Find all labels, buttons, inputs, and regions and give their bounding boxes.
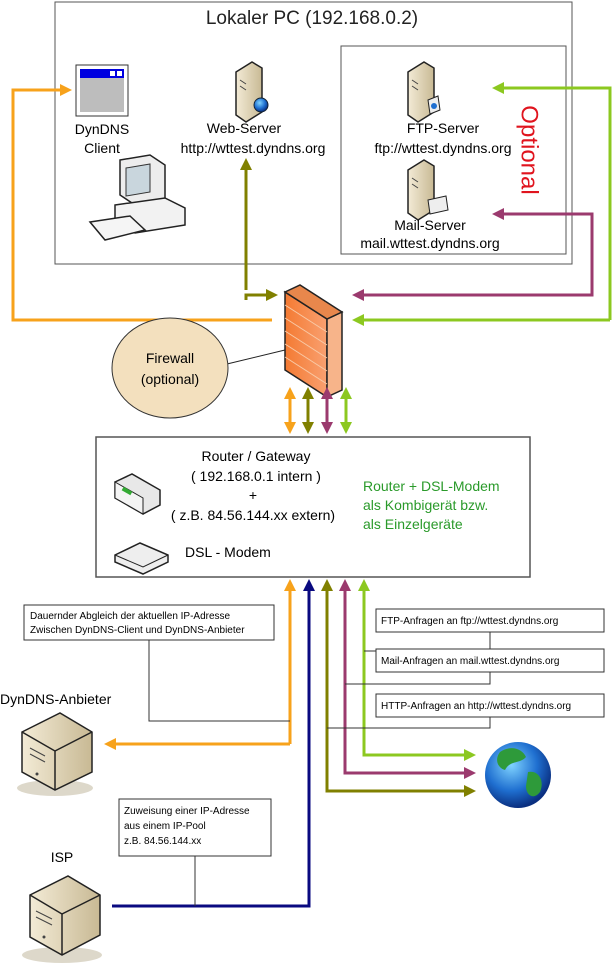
http-callout-text: HTTP-Anfragen an http://wttest.dyndns.or… bbox=[381, 701, 571, 712]
ip-callout-line-2: aus einem IP-Pool bbox=[124, 821, 206, 832]
router-external-ip: ( z.B. 84.56.144.xx extern) bbox=[171, 507, 335, 523]
green-arrow-router-internet bbox=[358, 579, 476, 761]
local-pc-title: Lokaler PC (192.168.0.2) bbox=[206, 8, 418, 29]
purple-arrow-to-mail-server bbox=[492, 208, 594, 295]
dyndns-client-label-1: DynDNS bbox=[75, 121, 129, 137]
dyndns-client-window-icon[interactable] bbox=[75, 64, 129, 117]
web-server-icon[interactable] bbox=[235, 61, 269, 123]
ip-callout-line-3: z.B. 84.56.144.xx bbox=[124, 836, 201, 847]
mail-server-label: Mail-Server bbox=[394, 217, 466, 233]
mail-server-icon[interactable] bbox=[407, 159, 449, 221]
web-server-url[interactable]: http://wttest.dyndns.org bbox=[181, 140, 326, 156]
dyndns-provider-server-icon[interactable] bbox=[17, 712, 93, 796]
olive-arrow-router-internet bbox=[321, 579, 476, 797]
firewall-ellipse bbox=[111, 317, 229, 419]
router-icon bbox=[114, 473, 161, 515]
green-arrow-to-ftp-server bbox=[492, 82, 612, 320]
dyndns-provider-label: DynDNS-Anbieter bbox=[0, 691, 112, 707]
ftp-server-icon[interactable] bbox=[407, 61, 441, 123]
purple-arrow-router-internet bbox=[339, 579, 476, 779]
optional-label: Optional bbox=[516, 105, 543, 194]
dsl-modem-label: DSL - Modem bbox=[185, 544, 271, 560]
sync-callout-connector bbox=[148, 640, 290, 722]
router-internal-ip: ( 192.168.0.1 intern ) bbox=[191, 468, 321, 484]
dsl-modem-icon bbox=[114, 542, 169, 575]
ftp-server-label: FTP-Server bbox=[407, 120, 480, 136]
isp-label: ISP bbox=[51, 849, 74, 865]
firewall-label-2: (optional) bbox=[141, 371, 199, 387]
router-note-1: Router + DSL-Modem bbox=[363, 478, 500, 494]
mail-server-url[interactable]: mail.wttest.dyndns.org bbox=[360, 235, 499, 251]
purple-arrow-to-firewall bbox=[352, 289, 594, 301]
router-plus: + bbox=[249, 487, 257, 503]
navy-arrow-isp-to-router bbox=[112, 579, 315, 908]
ip-callout-box bbox=[118, 798, 272, 857]
firewall-callout-line bbox=[226, 349, 286, 365]
sync-callout-box bbox=[23, 604, 275, 641]
firewall-label-1: Firewall bbox=[146, 350, 194, 366]
olive-arrow-to-firewall bbox=[244, 289, 278, 301]
internet-globe-icon[interactable] bbox=[485, 742, 551, 808]
ftp-callout-text: FTP-Anfragen an ftp://wttest.dyndns.org bbox=[381, 616, 558, 627]
sync-callout-line-2: Zwischen DynDNS-Client und DynDNS-Anbiet… bbox=[30, 625, 245, 636]
dyndns-client-label-2: Client bbox=[84, 140, 120, 156]
ftp-callout-connector bbox=[364, 632, 491, 652]
computer-icon bbox=[88, 154, 186, 241]
router-note-2: als Kombigerät bzw. bbox=[363, 497, 488, 513]
router-box bbox=[95, 436, 531, 578]
isp-server-icon[interactable] bbox=[22, 875, 102, 963]
firewall-icon[interactable] bbox=[283, 284, 344, 399]
mail-callout-text: Mail-Anfragen an mail.wttest.dyndns.org bbox=[381, 656, 559, 667]
web-server-label: Web-Server bbox=[207, 120, 282, 136]
http-callout-connector bbox=[327, 717, 491, 729]
sync-callout-line-1: Dauernder Abgleich der aktuellen IP-Adre… bbox=[30, 611, 231, 622]
ip-callout-line-1: Zuweisung einer IP-Adresse bbox=[124, 806, 250, 817]
router-note-3: als Einzelgeräte bbox=[363, 516, 463, 532]
ftp-server-url[interactable]: ftp://wttest.dyndns.org bbox=[375, 140, 512, 156]
router-label: Router / Gateway bbox=[202, 448, 311, 464]
mail-callout-connector bbox=[345, 672, 491, 685]
optional-servers-box bbox=[340, 45, 567, 255]
orange-arrow-to-client bbox=[11, 84, 272, 322]
